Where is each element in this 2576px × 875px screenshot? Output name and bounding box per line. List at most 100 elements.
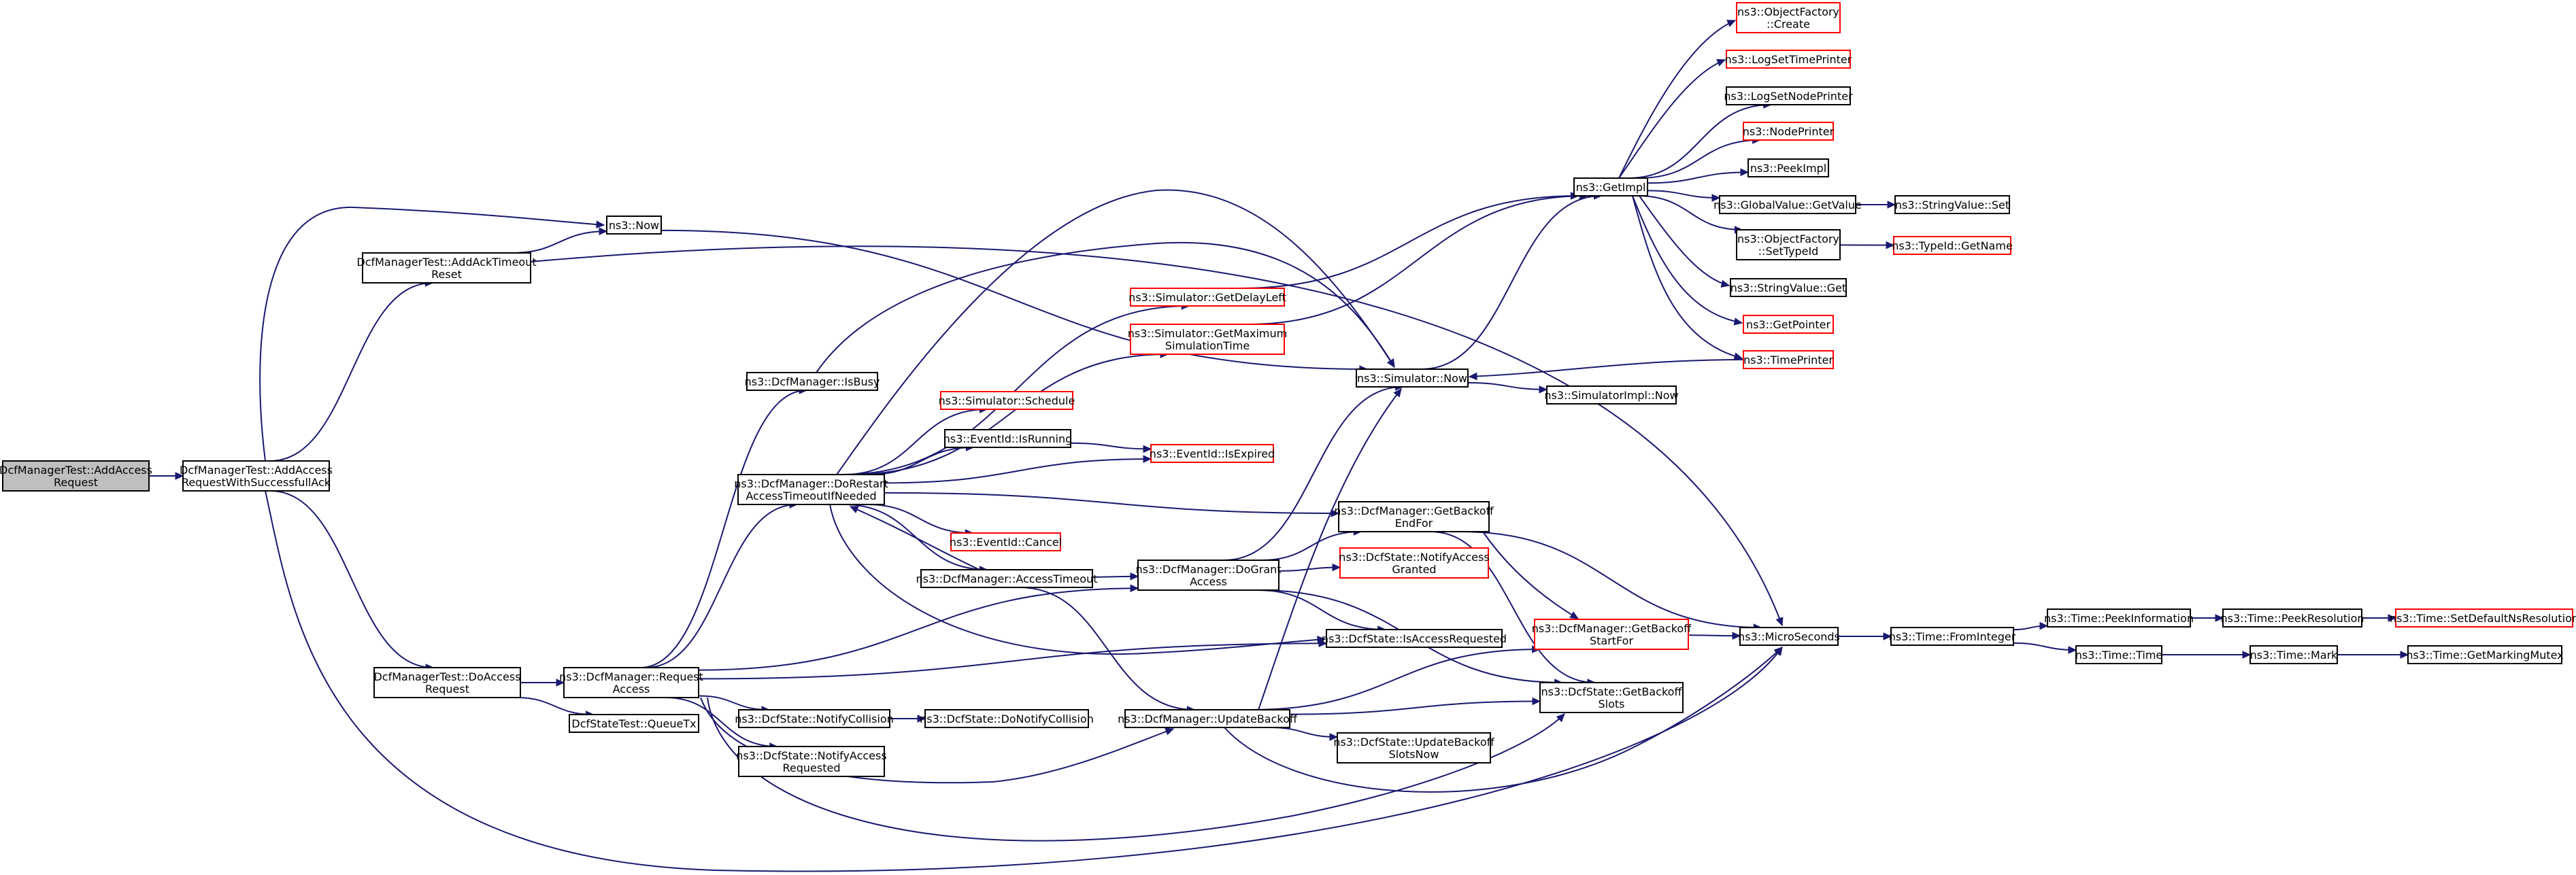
node-schedule[interactable]: ns3::Simulator::Schedule xyxy=(939,391,1075,410)
node-label: ns3::PeekImpl xyxy=(1750,162,1826,175)
edge-arrowhead xyxy=(1143,445,1152,453)
node-box xyxy=(2047,608,2191,628)
node-label: ns3::Simulator::GetDelayLeft xyxy=(1128,291,1286,304)
edge-line xyxy=(1224,386,1403,561)
node-objFactoryCreate[interactable]: ns3::ObjectFactory::Create xyxy=(1736,2,1841,33)
node-getPointer[interactable]: ns3::GetPointer xyxy=(1743,315,1834,334)
edge-arrowhead xyxy=(849,506,859,513)
node-microSeconds[interactable]: ns3::MicroSeconds xyxy=(1738,627,1840,646)
node-box xyxy=(1726,50,1851,69)
node-doNotifyCollision[interactable]: ns3::DcfState::DoNotifyCollision xyxy=(920,709,1094,728)
node-stringValueGet[interactable]: ns3::StringValue::Get xyxy=(1730,278,1847,297)
node-peekImpl[interactable]: ns3::PeekImpl xyxy=(1747,158,1829,177)
node-nodePrinter[interactable]: ns3::NodePrinter xyxy=(1743,122,1835,141)
node-cancel[interactable]: ns3::EventId::Cancel xyxy=(950,532,1062,551)
node-notifyCollision[interactable]: ns3::DcfState::NotifyCollision xyxy=(735,709,894,728)
edge-updateBackoff-to-simNow xyxy=(1258,388,1402,710)
edge-arrowhead xyxy=(175,472,184,480)
edge-doAccessReq-to-reqAccess xyxy=(520,679,565,687)
node-setDefaultNsRes[interactable]: ns3::Time::SetDefaultNsResolution xyxy=(2390,608,2576,628)
edge-line xyxy=(2013,642,2077,651)
edge-reqAccess-to-isAccessRequested xyxy=(698,639,1328,680)
node-timeMark[interactable]: ns3::Time::Mark xyxy=(2249,645,2339,664)
edge-notifyCollision-to-doNotifyCollision xyxy=(890,715,926,723)
node-queueTx[interactable]: DcfStateTest::QueueTx xyxy=(569,714,699,733)
node-typeIdGetName[interactable]: ns3::TypeId::GetName xyxy=(1892,236,2013,255)
node-timeTime[interactable]: ns3::Time::Time xyxy=(2075,645,2163,664)
edge-arrowhead xyxy=(917,715,926,723)
node-addReqAck[interactable]: DcfManagerTest::AddAccessRequestWithSucc… xyxy=(180,460,333,492)
node-getMarkingMutex[interactable]: ns3::Time::GetMarkingMutex xyxy=(2406,645,2564,664)
node-logSetTimePrinter[interactable]: ns3::LogSetTimePrinter xyxy=(1725,50,1852,69)
node-label: Slots xyxy=(1599,698,1625,710)
edge-line xyxy=(1469,359,1744,377)
node-getImpl[interactable]: ns3::GetImpl xyxy=(1573,177,1648,196)
node-label: EndFor xyxy=(1395,517,1433,530)
node-label: Access xyxy=(1190,575,1227,588)
node-simNow[interactable]: ns3::Simulator::Now xyxy=(1356,368,1469,388)
node-box xyxy=(2,460,150,492)
node-label: ns3::DcfManager::IsBusy xyxy=(745,375,880,388)
node-isAccessRequested[interactable]: ns3::DcfState::IsAccessRequested xyxy=(1322,629,1507,648)
node-globalValueGet[interactable]: ns3::GlobalValue::GetValue xyxy=(1713,195,1862,214)
node-label: ns3::EventId::IsExpired xyxy=(1150,447,1275,460)
node-isRunning[interactable]: ns3::EventId::IsRunning xyxy=(943,429,1073,448)
node-box xyxy=(1743,122,1834,141)
node-logSetNodePrinter[interactable]: ns3::LogSetNodePrinter xyxy=(1724,86,1853,105)
edge-arrowhead xyxy=(1143,455,1152,463)
node-label: RequestWithSuccessfullAck xyxy=(182,476,331,489)
node-isExpired[interactable]: ns3::EventId::IsExpired xyxy=(1150,444,1275,463)
edge-line xyxy=(1224,647,1783,793)
node-stringValueSet[interactable]: ns3::StringValue::Set xyxy=(1894,195,2010,214)
edge-line xyxy=(836,189,1395,475)
node-label: ns3::DcfManager::Request xyxy=(559,670,703,683)
node-simImplNow[interactable]: ns3::SimulatorImpl::Now xyxy=(1544,385,1679,405)
edge-arrowhead xyxy=(2388,614,2397,622)
node-box xyxy=(1339,547,1489,579)
node-accessTimeout[interactable]: ns3::DcfManager::AccessTimeout xyxy=(916,569,1098,588)
edge-doRestart-to-getBackoffEnd xyxy=(884,492,1340,517)
node-peekInformation[interactable]: ns3::Time::PeekInformation xyxy=(2044,608,2194,628)
node-peekResolution[interactable]: ns3::Time::PeekResolution xyxy=(2220,608,2364,628)
edge-arrowhead xyxy=(1887,201,1896,209)
node-label: ns3::DcfManager::GetBackoff xyxy=(1334,504,1494,517)
node-box xyxy=(1124,709,1290,728)
node-isBusy[interactable]: ns3::DcfManager::IsBusy xyxy=(745,372,880,391)
node-box xyxy=(1573,177,1648,196)
node-timePrinter[interactable]: ns3::TimePrinter xyxy=(1743,350,1834,369)
edge-line xyxy=(850,506,980,570)
node-box xyxy=(944,429,1071,448)
node-label: ns3::StringValue::Get xyxy=(1730,281,1846,294)
edge-line xyxy=(1247,195,1588,325)
node-fromInteger[interactable]: ns3::Time::FromInteger xyxy=(1889,627,2016,646)
node-objFactorySetTypeId[interactable]: ns3::ObjectFactory::SetTypeId xyxy=(1736,229,1841,260)
edge-accessTimeout-to-doGrant xyxy=(1092,572,1139,581)
edge-accessTimeout-to-doRestart xyxy=(849,506,980,570)
node-updateBackoff[interactable]: ns3::DcfManager::UpdateBackoff xyxy=(1118,709,1298,728)
node-box xyxy=(1890,627,2014,646)
edge-getBackoffStart-to-microSeconds xyxy=(1688,632,1741,640)
node-getDelayLeft[interactable]: ns3::Simulator::GetDelayLeft xyxy=(1128,288,1286,307)
node-box xyxy=(2395,608,2573,628)
node-nowNs3[interactable]: ns3::Now xyxy=(606,216,662,235)
edge-line xyxy=(884,458,1152,484)
node-doRestart[interactable]: ns3::DcfManager::DoRestartAccessTimeoutI… xyxy=(734,474,888,505)
node-label: ns3::DcfManager::DoRestart xyxy=(734,477,888,490)
edge-root-to-addReqAck xyxy=(149,472,184,480)
edge-line xyxy=(1460,531,1762,628)
node-label: ns3::TypeId::GetName xyxy=(1892,239,2013,252)
edge-addAckTimeout-to-microSeconds xyxy=(530,245,1784,627)
edge-line xyxy=(1239,195,1579,289)
